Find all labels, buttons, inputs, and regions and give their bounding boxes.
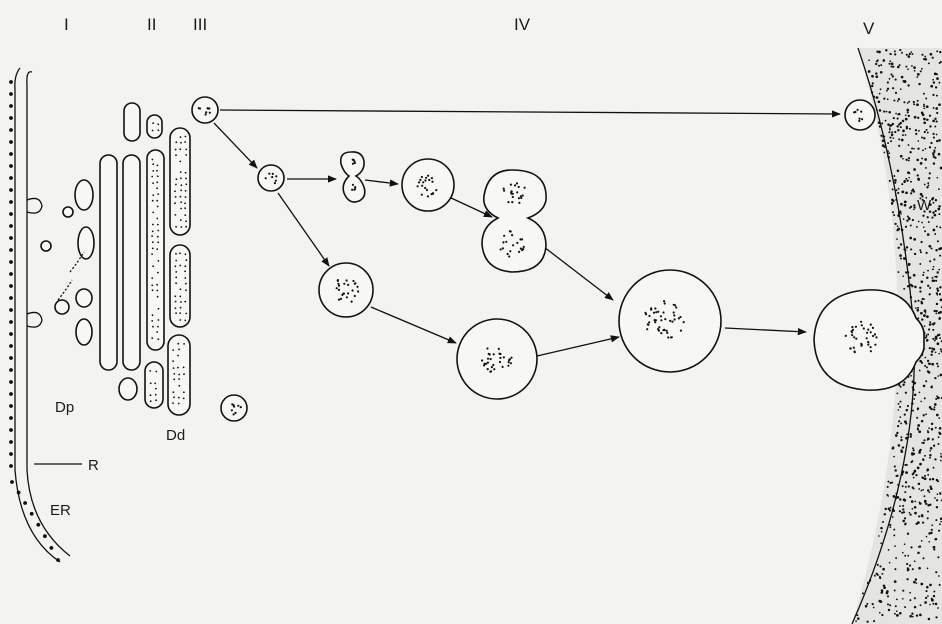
dp-label: Dp bbox=[55, 399, 74, 416]
stage-label-i: I bbox=[64, 15, 69, 34]
vesicle-medium bbox=[401, 158, 455, 212]
vesicle-fusing-large bbox=[481, 169, 547, 273]
stage-label-iv: IV bbox=[514, 15, 531, 34]
vesicle-lower bbox=[318, 262, 374, 318]
vesicle-early bbox=[257, 164, 285, 192]
endoplasmic-reticulum bbox=[9, 67, 71, 563]
stage-label-ii: II bbox=[147, 15, 156, 34]
vesicle-fusing-small bbox=[339, 151, 366, 203]
granule-large bbox=[456, 318, 538, 400]
secretory-vesicles bbox=[191, 96, 925, 422]
vesicle-exocytosis-small bbox=[844, 99, 876, 131]
transition-vesicles bbox=[40, 179, 95, 346]
vesicle-free bbox=[220, 394, 248, 422]
secretion-arrows bbox=[213, 109, 841, 357]
granule-exocytosis bbox=[813, 289, 925, 391]
r-label: R bbox=[88, 457, 99, 474]
er-label: ER bbox=[50, 502, 71, 519]
w-label: W bbox=[917, 197, 932, 214]
stage-label-v: V bbox=[863, 19, 875, 38]
stage-label-iii: III bbox=[193, 15, 207, 34]
cell-wall bbox=[851, 47, 942, 624]
vesicle-golgi-exit bbox=[191, 96, 219, 124]
dd-label: Dd bbox=[166, 427, 185, 444]
golgi-stack bbox=[99, 102, 191, 416]
